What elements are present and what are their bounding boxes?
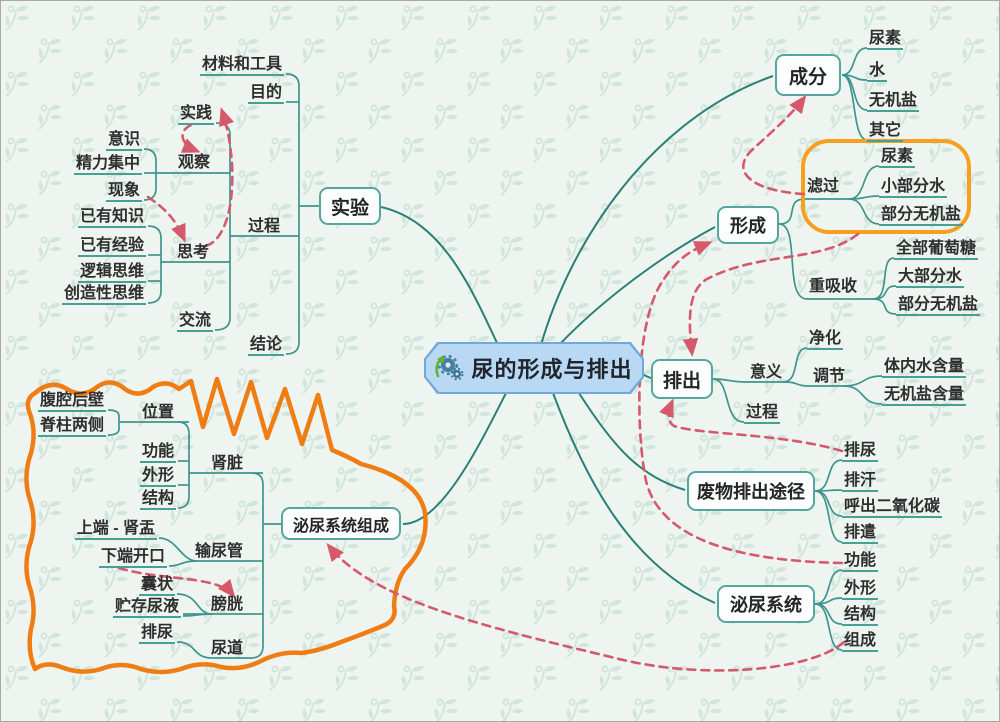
topic-excretion-process[interactable]: 过程 (744, 405, 781, 424)
topic-water[interactable]: 水 (867, 63, 888, 82)
topic-kidney-structure[interactable]: 结构 (139, 491, 176, 510)
node-urinary-system[interactable]: 泌尿系统 (717, 585, 815, 623)
relation-urination-to-excretion (659, 398, 844, 453)
topic-us-structure[interactable]: 结构 (842, 607, 879, 626)
topic-meaning[interactable]: 意义 (750, 364, 783, 381)
relation-phenomenon-to-think (146, 195, 186, 243)
topic-most-water[interactable]: 大部分水 (896, 269, 965, 288)
topic-filt-some-water[interactable]: 小部分水 (879, 179, 948, 198)
topic-upper-renal-pelvis[interactable]: 上端 - 肾盂 (74, 521, 157, 540)
topic-urethra-urination[interactable]: 排尿 (138, 625, 175, 644)
node-composition[interactable]: 成分 (775, 54, 841, 96)
topic-kidney-position[interactable]: 位置 (141, 404, 174, 421)
topic-store-urine[interactable]: 贮存尿液 (112, 599, 181, 618)
topic-creative-thinking[interactable]: 创造性思维 (61, 286, 146, 305)
relation-practice-to-observe (180, 123, 201, 153)
relation-function-to-formation (638, 241, 844, 565)
topic-exhale-co2[interactable]: 呼出二氧化碳 (842, 499, 943, 518)
gears-icon (435, 355, 464, 381)
topic-process[interactable]: 过程 (247, 218, 280, 235)
topic-conclusion[interactable]: 结论 (247, 337, 284, 356)
node-excretion[interactable]: 排出 (651, 359, 713, 399)
relation-lowerend-to-bladder (117, 566, 236, 599)
topic-observe[interactable]: 观察 (177, 154, 210, 171)
topic-phenomenon[interactable]: 现象 (105, 183, 142, 202)
topic-reabsorption[interactable]: 重吸收 (809, 278, 858, 295)
topic-body-water[interactable]: 体内水含量 (882, 359, 967, 378)
topic-materials[interactable]: 材料和工具 (199, 57, 284, 76)
node-urinary-composition[interactable]: 泌尿系统组成 (281, 507, 401, 540)
topic-practice[interactable]: 实践 (177, 106, 214, 125)
topic-abdominal-wall[interactable]: 腹腔后壁 (37, 393, 106, 412)
node-formation[interactable]: 形成 (717, 206, 779, 244)
relation-filtration-to-composition (742, 94, 807, 196)
topic-lower-opening[interactable]: 下端开口 (98, 549, 167, 568)
topic-communicate[interactable]: 交流 (176, 313, 213, 332)
topic-us-function[interactable]: 功能 (842, 553, 879, 572)
topic-others[interactable]: 其它 (867, 123, 904, 142)
relation-composition-to-urinary-comp (326, 542, 846, 672)
topic-body-salt[interactable]: 无机盐含量 (882, 387, 967, 406)
topic-connectors (107, 47, 897, 659)
topic-all-glucose[interactable]: 全部葡萄糖 (894, 241, 979, 260)
relation-box-to-excretion (682, 232, 860, 357)
topic-inorganic-salt[interactable]: 无机盐 (867, 93, 920, 112)
topic-part-salt[interactable]: 部分无机盐 (896, 297, 981, 316)
relation-think-to-practice (204, 107, 234, 248)
topic-filt-urea[interactable]: 尿素 (879, 149, 916, 168)
topic-urea[interactable]: 尿素 (867, 31, 904, 50)
topic-bladder[interactable]: 膀胱 (210, 596, 243, 613)
topic-us-shape[interactable]: 外形 (842, 581, 879, 600)
topic-purify[interactable]: 净化 (807, 331, 844, 350)
topic-urination[interactable]: 排尿 (842, 443, 879, 462)
topic-ureter[interactable]: 输尿管 (194, 543, 243, 560)
node-waste-pathways[interactable]: 废物排出途径 (687, 471, 815, 511)
topic-kidney-function[interactable]: 功能 (139, 444, 176, 463)
topic-filtration[interactable]: 滤过 (807, 178, 840, 195)
group-cloud-boundary[interactable] (24, 376, 428, 675)
central-topic-label: 尿的形成与排出 (471, 357, 633, 382)
topic-purpose[interactable]: 目的 (247, 85, 284, 104)
topic-logical-thinking[interactable]: 逻辑思维 (77, 264, 146, 283)
topic-filt-some-salt[interactable]: 部分无机盐 (879, 207, 964, 226)
branch-curves (380, 75, 774, 604)
node-experiment[interactable]: 实验 (319, 187, 381, 225)
topic-sweating[interactable]: 排汗 (842, 473, 879, 492)
topic-us-composition[interactable]: 组成 (842, 633, 879, 652)
topic-awareness[interactable]: 意识 (105, 132, 142, 151)
topic-kidney[interactable]: 肾脏 (210, 455, 243, 472)
topic-prior-knowledge[interactable]: 已有知识 (77, 209, 146, 228)
node-central-topic[interactable]: 尿的形成与排出 (424, 342, 644, 394)
topic-urethra[interactable]: 尿道 (210, 640, 243, 657)
topic-kidney-shape[interactable]: 外形 (139, 468, 176, 487)
topic-sac-shaped[interactable]: 囊状 (138, 577, 175, 596)
topic-concentration[interactable]: 精力集中 (73, 156, 142, 175)
topic-prior-experience[interactable]: 已有经验 (77, 238, 146, 257)
relation-arrows[interactable] (117, 94, 860, 672)
topic-spine-sides[interactable]: 脊柱两侧 (37, 418, 106, 437)
topic-regulate[interactable]: 调节 (813, 368, 846, 385)
topic-think[interactable]: 思考 (176, 244, 209, 261)
topic-egestion[interactable]: 排遣 (842, 525, 879, 544)
